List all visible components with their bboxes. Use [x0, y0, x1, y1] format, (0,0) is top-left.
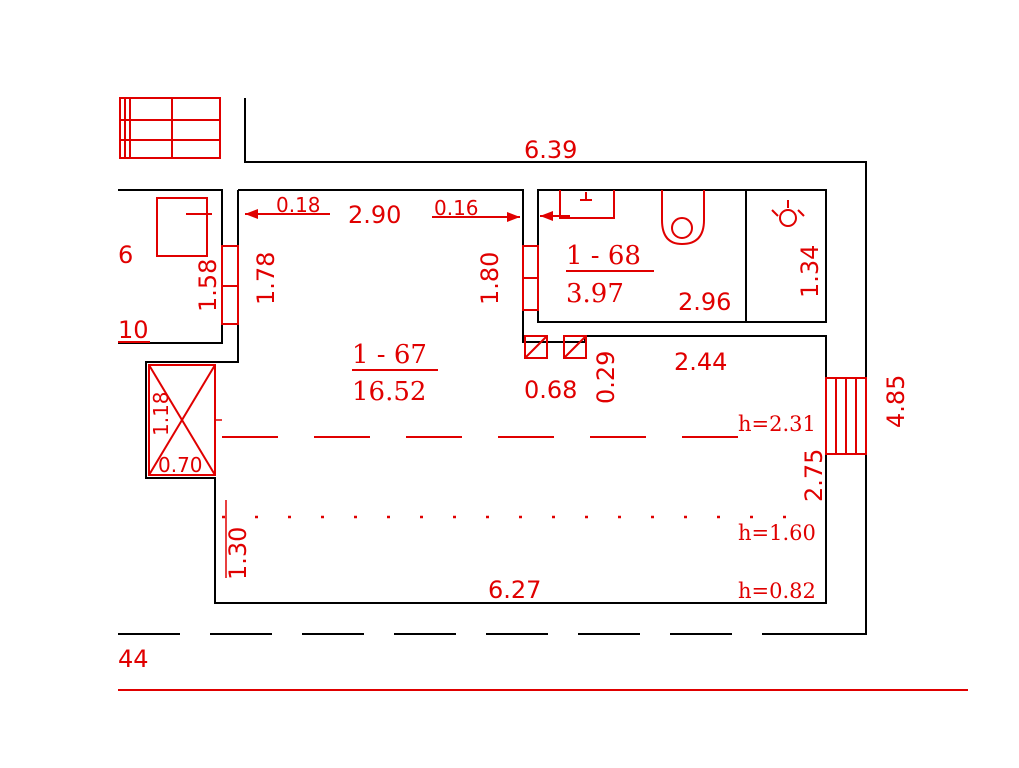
dim-top-outer: 6.39: [524, 136, 577, 164]
dim-window-height: 2.75: [800, 449, 828, 502]
room-67-id: 1 - 67: [352, 340, 427, 370]
door-middle: [522, 245, 539, 311]
dim-door-left: 0.18: [276, 193, 321, 217]
room-67-area: 16.52: [352, 377, 426, 407]
dim-right-room-width: 2.44: [674, 348, 727, 376]
dim-middle-wall: 1.80: [476, 252, 504, 305]
dim-edge-left-mid: 10: [118, 316, 149, 344]
dim-shaft-width: 0.68: [524, 376, 577, 404]
dim-bottom-height: 1.30: [224, 527, 252, 580]
dim-left-wall-a: 1.58: [194, 259, 222, 312]
shafts: [524, 335, 587, 359]
window-right: [825, 377, 867, 455]
outer-walls: [118, 98, 867, 635]
dim-bottom-width: 6.27: [488, 576, 541, 604]
dim-left-wall-b: 1.78: [252, 252, 280, 305]
dim-door-right: 0.16: [434, 196, 479, 220]
dim-bath-width: 2.96: [678, 288, 731, 316]
dim-shaft-depth: 0.29: [592, 351, 620, 404]
dim-small-a: 1.18: [149, 391, 173, 436]
dim-edge-left-top: 6: [118, 241, 133, 269]
dim-bath-height: 1.34: [796, 245, 824, 298]
window-grid: [119, 97, 221, 159]
dim-small-b: 0.70: [158, 453, 203, 477]
dim-corridor-width: 2.90: [348, 201, 401, 229]
closet-left: [156, 197, 212, 257]
door-arrows: [245, 209, 570, 222]
room-68-area: 3.97: [566, 279, 624, 309]
room-68-id: 1 - 68: [566, 241, 641, 271]
bath-fixtures: [559, 190, 805, 246]
height-label-2: h=1.60: [738, 521, 816, 545]
height-label-1: h=2.31: [738, 412, 816, 436]
door-left: [221, 245, 239, 325]
dim-edge-left-bottom: 44: [118, 645, 149, 673]
height-label-3: h=0.82: [738, 579, 816, 603]
dim-outer-height: 4.85: [882, 375, 910, 428]
